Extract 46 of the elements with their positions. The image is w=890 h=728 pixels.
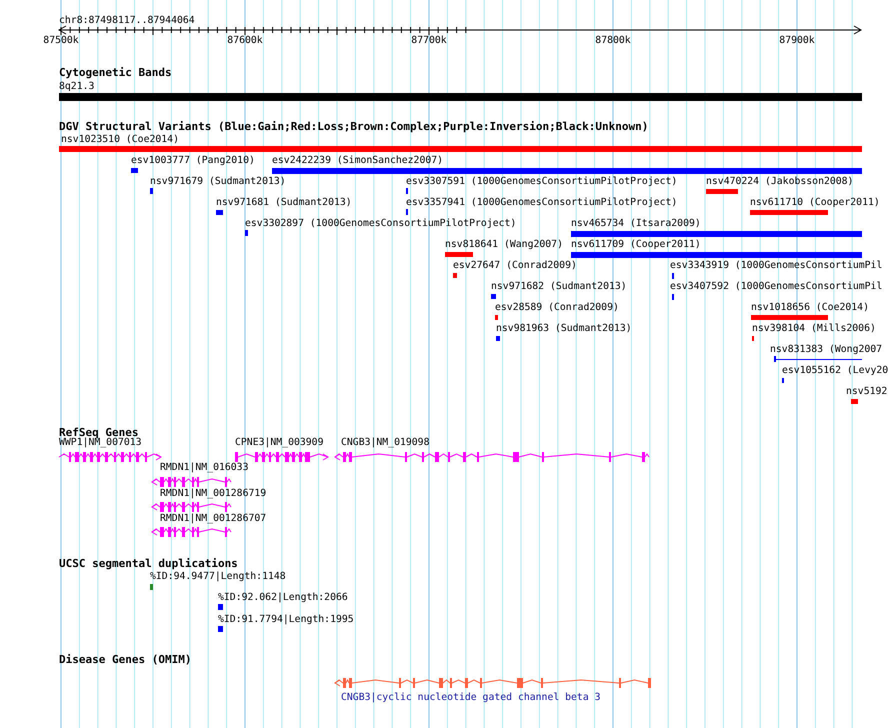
disease-gene-label: CNGB3|cyclic nucleotide gated channel beta 3 xyxy=(341,692,601,704)
axis-tick-label: 87700k xyxy=(411,35,447,47)
track-heading: DGV Structural Variants (Blue:Gain;Red:Loss;Brown:Complex;Purple:Inversion;Black:Unknown) xyxy=(59,121,648,133)
axis-tick-label: 87500k xyxy=(43,35,79,47)
gene-label: RMDN1|NM_001286707 xyxy=(160,513,266,525)
variant-label: nsv971682 (Sudmant2013) xyxy=(491,281,627,293)
track-heading: UCSC segmental duplications xyxy=(59,558,238,570)
duplication-label: %ID:91.7794|Length:1995 xyxy=(218,614,354,626)
variant-label: nsv971681 (Sudmant2013) xyxy=(216,197,352,209)
variant-label: esv27647 (Conrad2009) xyxy=(453,260,577,272)
gene-label: CNGB3|NM_019098 xyxy=(341,437,430,449)
variant-label: nsv1018656 (Coe2014) xyxy=(751,302,869,314)
track-heading: Disease Genes (OMIM) xyxy=(59,654,192,666)
axis-tick-label: 87900k xyxy=(779,35,815,47)
variant-label: nsv470224 (Jakobsson2008) xyxy=(706,176,854,188)
variant-label: esv1003777 (Pang2010) xyxy=(131,155,255,167)
variant-label: nsv611710 (Cooper2011) xyxy=(750,197,880,209)
gene-label: RMDN1|NM_001286719 xyxy=(160,488,266,500)
variant-label: esv3407592 (1000GenomesConsortiumPil xyxy=(670,281,882,293)
variant-label: nsv831383 (Wong2007 xyxy=(770,344,882,356)
variant-label: nsv465734 (Itsara2009) xyxy=(571,218,701,230)
track-heading: RefSeq Genes xyxy=(59,427,138,439)
variant-label: nsv611709 (Cooper2011) xyxy=(571,239,701,251)
variant-label: esv3307591 (1000GenomesConsortiumPilotProject) xyxy=(406,176,678,188)
variant-label: nsv981963 (Sudmant2013) xyxy=(496,323,632,335)
variant-label: nsv971679 (Sudmant2013) xyxy=(150,176,286,188)
variant-label: nsv818641 (Wang2007) xyxy=(445,239,563,251)
locus-label: chr8:87498117..87944064 xyxy=(59,15,195,27)
duplication-label: %ID:94.9477|Length:1148 xyxy=(150,571,286,583)
band-label: 8q21.3 xyxy=(59,81,94,93)
variant-label: esv3357941 (1000GenomesConsortiumPilotProject) xyxy=(406,197,678,209)
gene-label: WWP1|NM_007013 xyxy=(59,437,142,449)
duplication-label: %ID:92.062|Length:2066 xyxy=(218,592,348,604)
variant-label: esv28589 (Conrad2009) xyxy=(495,302,619,314)
axis-tick-label: 87800k xyxy=(595,35,631,47)
gene-label: RMDN1|NM_016033 xyxy=(160,462,248,474)
axis-tick-label: 87600k xyxy=(227,35,263,47)
variant-label: esv2422239 (SimonSanchez2007) xyxy=(272,155,444,167)
variant-label: esv3302897 (1000GenomesConsortiumPilotProject) xyxy=(245,218,516,230)
variant-label: nsv398104 (Mills2006) xyxy=(752,323,876,335)
variant-label: esv3343919 (1000GenomesConsortiumPil xyxy=(670,260,882,272)
gene-label: CPNE3|NM_003909 xyxy=(235,437,324,449)
track-heading: Cytogenetic Bands xyxy=(59,67,172,79)
variant-label: esv1055162 (Levy20 xyxy=(782,365,888,377)
variant-label: nsv1023510 (Coe2014) xyxy=(61,134,179,146)
variant-label: nsv5192 xyxy=(846,386,888,398)
